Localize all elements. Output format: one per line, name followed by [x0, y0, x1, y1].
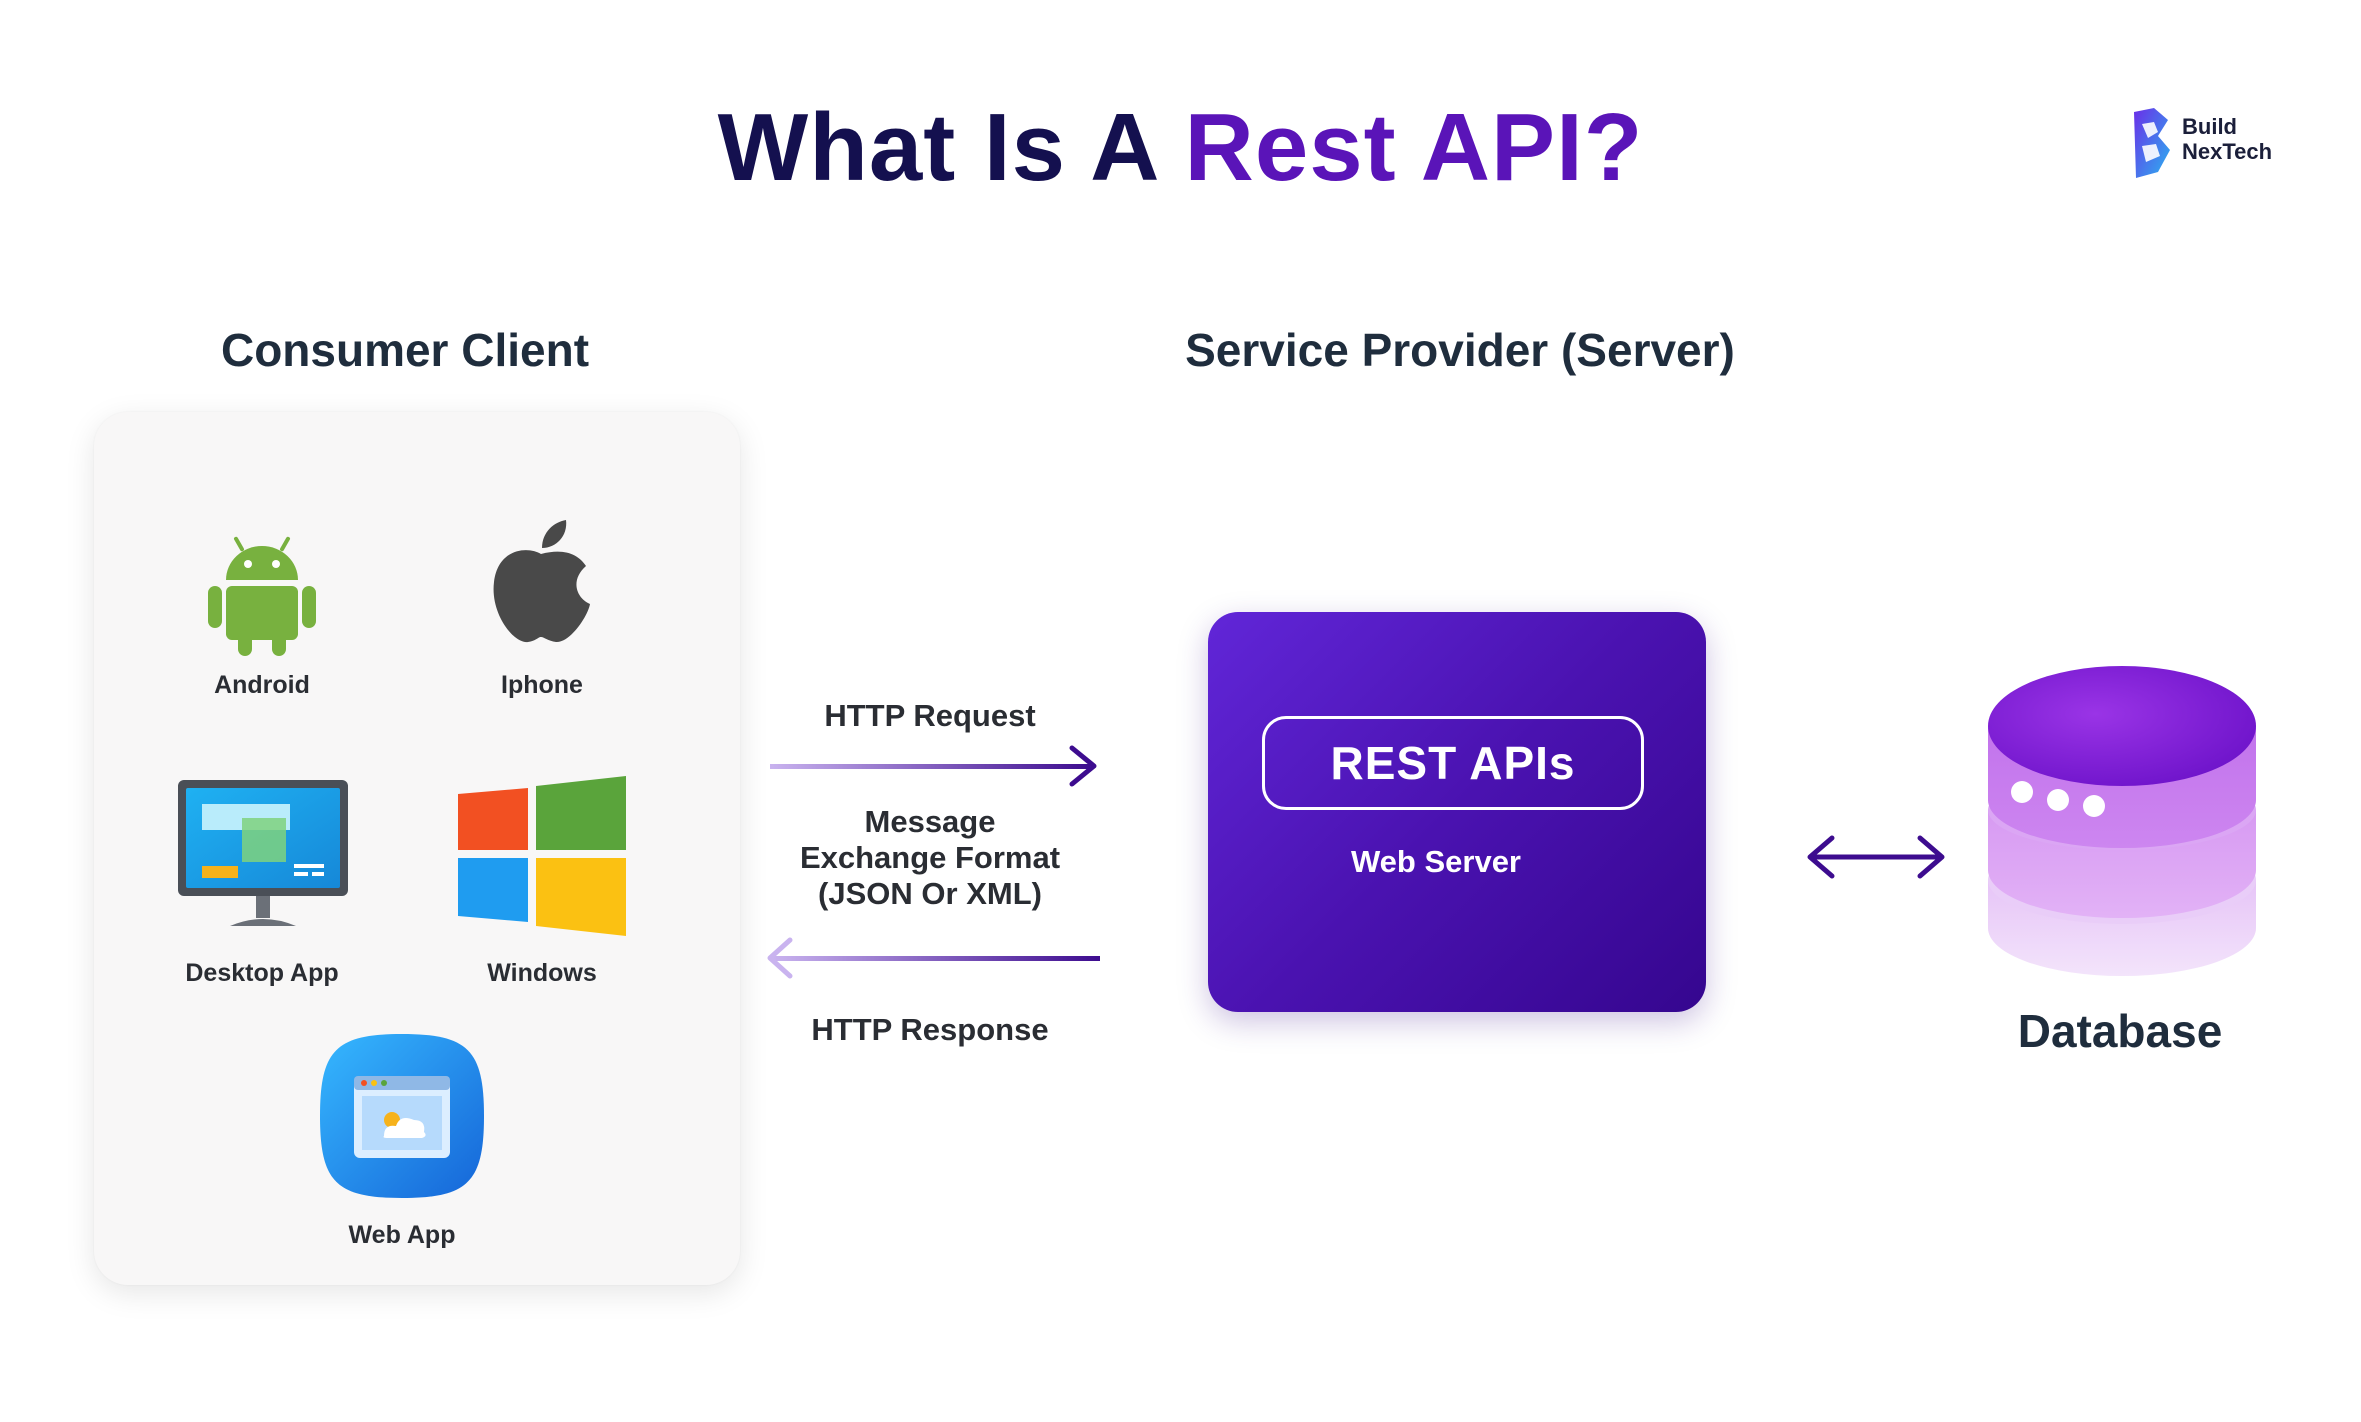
consumer-client-panel: Android Iphone Desktop App Windows: [94, 412, 740, 1285]
windows-icon: [458, 776, 626, 936]
message-format-line-3: (JSON Or XML): [818, 876, 1042, 911]
logo-line-2: NexTech: [2182, 139, 2273, 164]
android-icon: [208, 536, 316, 656]
client-label-desktop-app: Desktop App: [185, 959, 339, 987]
database-label: Database: [2017, 1005, 2223, 1057]
request-arrow: [770, 745, 1097, 787]
client-label-android: Android: [214, 671, 310, 699]
client-label-windows: Windows: [487, 959, 597, 987]
server-database-arrow: [1807, 835, 1945, 879]
title-part-1: What Is A: [717, 94, 1157, 201]
page-title: What Is A Rest API?: [0, 88, 2361, 208]
message-format-label: Message Exchange Format (JSON Or XML): [730, 804, 1130, 912]
database-icon: [1988, 666, 2256, 976]
web-server-box: REST APIs Web Server: [1208, 612, 1706, 1012]
apple-icon: [493, 520, 590, 643]
brand-logo-icon: [2134, 108, 2170, 178]
client-label-iphone: Iphone: [501, 671, 583, 699]
desktop-monitor-icon: [178, 780, 348, 926]
message-format-line-2: Exchange Format: [799, 840, 1061, 875]
consumer-client-heading: Consumer Client: [220, 324, 590, 376]
logo-line-1: Build: [2182, 114, 2237, 139]
rest-apis-pill: REST APIs: [1262, 716, 1644, 810]
message-format-line-1: Message: [864, 804, 996, 839]
brand-logo: Build NexTech: [2128, 106, 2298, 182]
web-app-icon: [320, 1034, 484, 1198]
web-server-label: Web Server: [1350, 844, 1521, 879]
response-arrow: [767, 937, 1100, 979]
service-provider-heading: Service Provider (Server): [1185, 324, 1735, 376]
http-response-label: HTTP Response: [811, 1012, 1049, 1047]
client-label-web-app: Web App: [348, 1221, 456, 1249]
title-part-2: Rest API?: [1184, 94, 1644, 201]
http-request-label: HTTP Request: [824, 698, 1036, 733]
